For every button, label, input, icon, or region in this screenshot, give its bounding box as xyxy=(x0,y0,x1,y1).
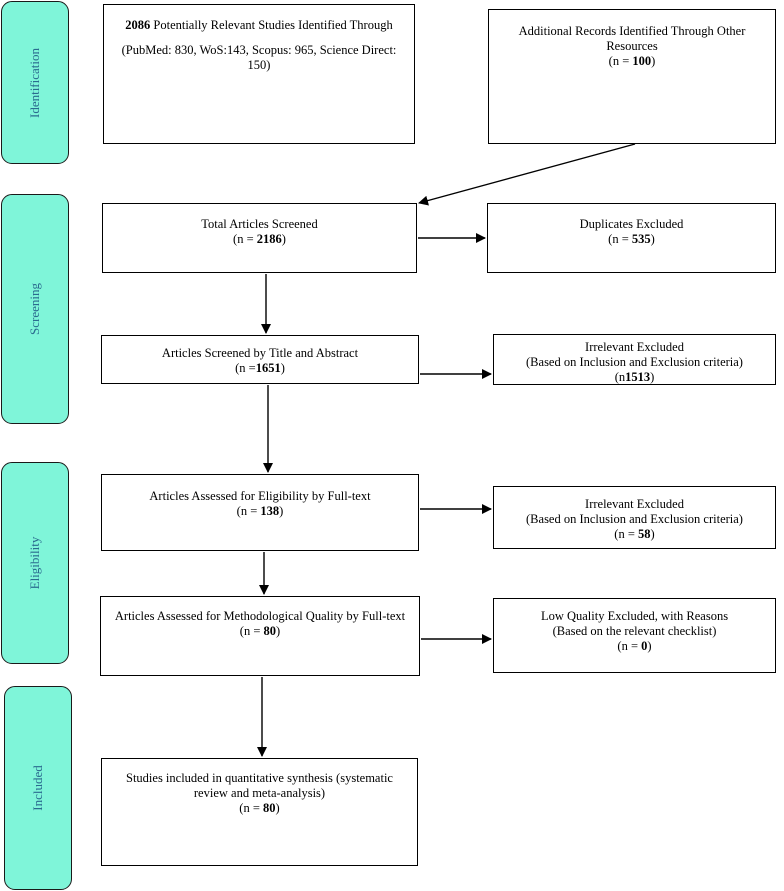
included-text: Studies included in quantitative synthes… xyxy=(126,771,393,800)
total-screened-text: Total Articles Screened xyxy=(201,217,318,231)
duplicates-box: Duplicates Excluded (n = 535) xyxy=(487,203,776,273)
title-abstract-box: Articles Screened by Title and Abstract … xyxy=(101,335,419,384)
stage-screening: Screening xyxy=(1,194,69,424)
additional-box: Additional Records Identified Through Ot… xyxy=(488,9,776,144)
included-box: Studies included in quantitative synthes… xyxy=(101,758,418,866)
irrelevant-2-count: (n = 58) xyxy=(614,527,655,541)
full-text-box: Articles Assessed for Eligibility by Ful… xyxy=(101,474,419,551)
full-text-text: Articles Assessed for Eligibility by Ful… xyxy=(149,489,371,503)
additional-text: Additional Records Identified Through Ot… xyxy=(518,24,746,53)
identified-box: 2086 Potentially Relevant Studies Identi… xyxy=(103,4,415,144)
low-quality-criteria: (Based on the relevant checklist) xyxy=(552,624,717,638)
irrelevant-1-criteria: (Based on Inclusion and Exclusion criter… xyxy=(526,355,743,369)
identified-text: Potentially Relevant Studies Identified … xyxy=(150,18,393,32)
method-quality-box: Articles Assessed for Methodological Qua… xyxy=(100,596,420,676)
stage-eligibility: Eligibility xyxy=(1,462,69,664)
low-quality-box: Low Quality Excluded, with Reasons (Base… xyxy=(493,598,776,673)
duplicates-count: (n = 535) xyxy=(608,232,655,246)
method-quality-count: (n = 80) xyxy=(239,624,281,638)
irrelevant-1-box: Irrelevant Excluded (Based on Inclusion … xyxy=(493,334,776,385)
identified-title: 2086 Potentially Relevant Studies Identi… xyxy=(112,18,406,33)
identified-count: 2086 xyxy=(125,18,151,32)
irrelevant-2-box: Irrelevant Excluded (Based on Inclusion … xyxy=(493,486,776,549)
arrow-additional-to-total xyxy=(418,143,636,206)
full-text-count: (n = 138) xyxy=(236,504,284,518)
duplicates-text: Duplicates Excluded xyxy=(579,217,684,231)
low-quality-text: Low Quality Excluded, with Reasons xyxy=(540,609,729,623)
additional-count: (n = 100) xyxy=(608,54,656,68)
stage-included: Included xyxy=(4,686,72,890)
included-count: (n = 80) xyxy=(239,801,280,815)
irrelevant-2-text: Irrelevant Excluded xyxy=(585,497,684,511)
irrelevant-2-criteria: (Based on Inclusion and Exclusion criter… xyxy=(526,512,743,526)
irrelevant-1-count: (n1513) xyxy=(614,370,655,384)
title-abstract-text: Articles Screened by Title and Abstract xyxy=(161,346,359,360)
identified-sources: (PubMed: 830, WoS:143, Scopus: 965, Scie… xyxy=(121,43,397,72)
stage-identification: Identification xyxy=(1,1,69,164)
title-abstract-count: (n =1651) xyxy=(235,361,285,375)
method-quality-text: Articles Assessed for Methodological Qua… xyxy=(114,609,406,623)
low-quality-count: (n = 0) xyxy=(617,639,652,653)
total-screened-count: (n = 2186) xyxy=(233,232,286,246)
total-screened-box: Total Articles Screened (n = 2186) xyxy=(102,203,417,273)
irrelevant-1-text: Irrelevant Excluded xyxy=(585,340,684,354)
